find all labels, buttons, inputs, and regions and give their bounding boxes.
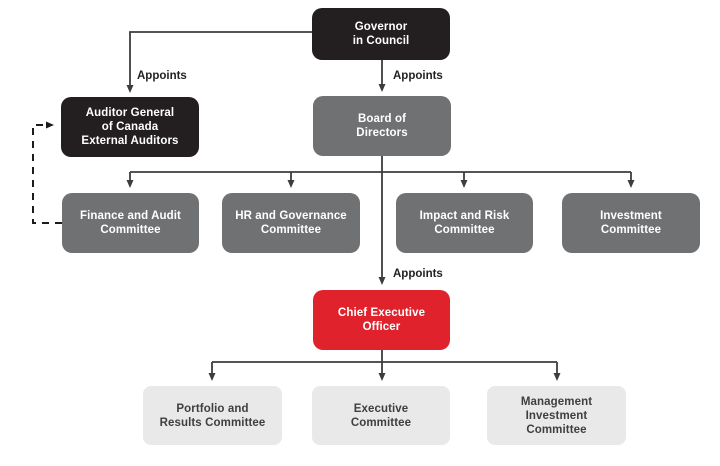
- node-board-of-directors: Board of Directors: [313, 96, 451, 156]
- node-impact-risk-committee: Impact and Risk Committee: [396, 193, 533, 253]
- node-finance-audit-committee: Finance and Audit Committee: [62, 193, 199, 253]
- node-portfolio-results-committee: Portfolio and Results Committee: [143, 386, 282, 445]
- node-hr-governance-committee: HR and Governance Committee: [222, 193, 360, 253]
- node-chief-executive-officer: Chief Executive Officer: [313, 290, 450, 350]
- node-governor-in-council: Governor in Council: [312, 8, 450, 60]
- node-management-investment-committee: Management Investment Committee: [487, 386, 626, 445]
- node-investment-committee: Investment Committee: [562, 193, 700, 253]
- connector-finance-to-auditor-dashed: [32, 121, 62, 224]
- node-auditor-general: Auditor General of Canada External Audit…: [61, 97, 199, 157]
- node-executive-committee: Executive Committee: [312, 386, 450, 445]
- edge-label-appoints-board: Appoints: [393, 70, 443, 82]
- edge-label-appoints-ceo: Appoints: [393, 268, 443, 280]
- edge-label-appoints-auditor: Appoints: [137, 70, 187, 82]
- connector-governor-to-auditor: [126, 31, 312, 93]
